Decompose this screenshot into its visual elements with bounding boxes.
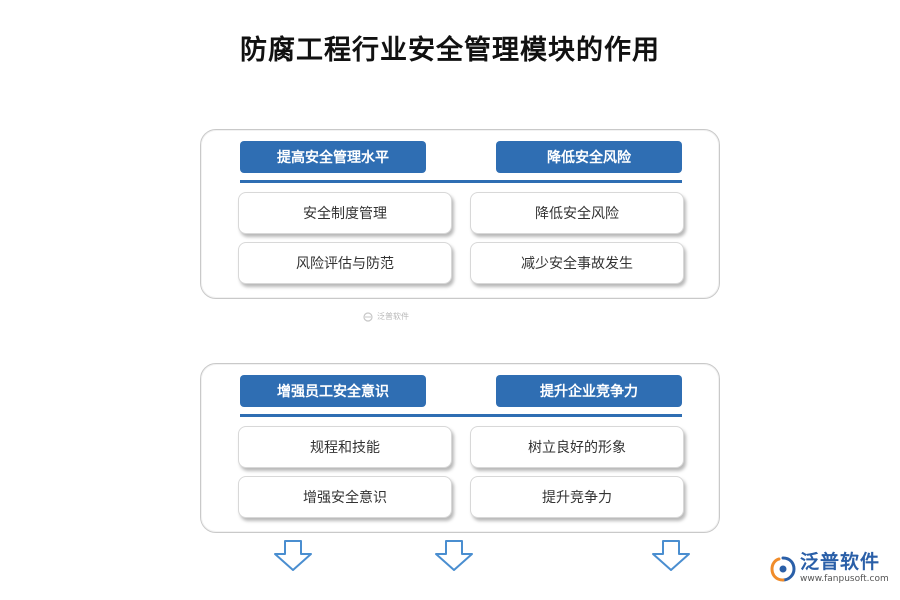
panel-safety-management: 提高安全管理水平 降低安全风险 安全制度管理 降低安全风险 风险评估与防范 减少… [200, 129, 720, 299]
watermark: 泛普软件 [362, 311, 409, 322]
item-box: 规程和技能 [238, 426, 452, 468]
item-box: 提升竞争力 [470, 476, 684, 518]
header-right: 提升企业竞争力 [496, 375, 682, 407]
down-arrow-icon [652, 540, 690, 571]
header-left: 提高安全管理水平 [240, 141, 426, 173]
brand-logo-icon [770, 556, 796, 581]
divider-line [240, 414, 682, 417]
watermark-text: 泛普软件 [377, 312, 409, 321]
header-left: 增强员工安全意识 [240, 375, 426, 407]
item-box: 降低安全风险 [470, 192, 684, 234]
header-right: 降低安全风险 [496, 141, 682, 173]
brand-logo: 泛普软件 www.fanpusoft.com [770, 553, 889, 584]
down-arrow-icon [435, 540, 473, 571]
panel-employee-awareness: 增强员工安全意识 提升企业竞争力 规程和技能 树立良好的形象 增强安全意识 提升… [200, 363, 720, 533]
item-box: 减少安全事故发生 [470, 242, 684, 284]
item-box: 增强安全意识 [238, 476, 452, 518]
page-title: 防腐工程行业安全管理模块的作用 [240, 35, 660, 66]
item-box: 风险评估与防范 [238, 242, 452, 284]
brand-url: www.fanpusoft.com [800, 574, 889, 584]
divider-line [240, 180, 682, 183]
item-box: 树立良好的形象 [470, 426, 684, 468]
watermark-logo-icon [363, 311, 373, 322]
down-arrow-icon [274, 540, 312, 571]
brand-name: 泛普软件 [800, 551, 881, 573]
item-box: 安全制度管理 [238, 192, 452, 234]
